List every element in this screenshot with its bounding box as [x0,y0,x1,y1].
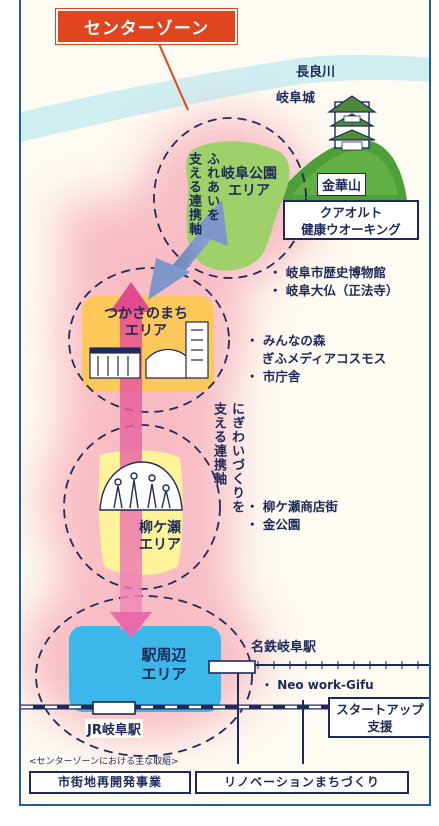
station-area-shape [69,626,221,712]
facility-item: ・ 金公園 [246,517,301,532]
gifu-castle-icon [327,95,377,151]
yanagase-area-word: エリア [139,537,181,553]
meitetsu-station-marker [208,660,256,674]
kuaort-walking-box: クアオルト 健康ウオーキング [283,200,419,240]
initiatives-caption: <センターゾーンにおける主な取組> [29,757,179,767]
upper-axis-label-line1: ふれあいを [204,152,219,222]
station-facilities: ・ Neo work-Gifu [261,676,374,694]
gifu-park-facilities: ・ 岐阜市歴史博物館 ・ 岐阜大仏（正法寺） [269,264,398,300]
river-label: 長良川 [296,65,336,80]
meitetsu-station-label: 名鉄岐阜駅 [251,640,317,655]
jr-station-marker [92,701,136,715]
upper-axis-arrow [148,200,228,300]
facility-item: ・ Neo work-Gifu [261,678,374,692]
tsukasa-area-label: つかさのまち エリア [87,306,205,340]
gifu-park-name: 岐阜公園 [221,166,277,182]
facility-item: ・ 岐阜市歴史博物館 [269,265,386,280]
gifu-park-area-word: エリア [228,183,270,199]
tsukasa-area-word: エリア [125,323,167,339]
facility-item: ・ 岐阜大仏（正法寺） [269,283,399,298]
lower-axis-label-line1: にぎわいづくりを [229,402,244,514]
lower-axis-label-line2: 支える連携軸 [211,402,226,486]
initiative-renovation: リノベーションまちづくり [195,771,409,794]
title-pointer-line [158,43,189,111]
mountain-label: 金華山 [317,173,367,196]
facility-item: ・ みんなの森 [246,333,326,348]
media-cosmos-building-icon [89,347,141,379]
station-name: 駅周辺 [141,646,187,664]
tsukasa-name: つかさのまち [104,306,188,322]
castle-label: 岐阜城 [276,91,316,106]
city-hall-building-icon [145,321,209,379]
map-frame: センターゾーン 長良川 岐阜城 金華山 クアオルト 健康ウオーキング 岐阜公園 … [19,0,431,806]
jr-station-label: JR岐阜駅 [85,719,143,738]
title-box: センターゾーン [56,9,237,44]
tsukasa-facilities: ・ みんなの森 ぎふメディアコスモス ・ 市庁舎 [246,332,386,386]
nagara-river [21,54,429,142]
yanagase-area-label: 柳ケ瀬 エリア [119,520,201,554]
map-graphic [21,43,429,764]
station-area-label: 駅周辺 エリア [118,646,210,684]
startup-line2: 支援 [367,719,393,734]
walking-label: 健康ウオーキング [301,222,401,237]
gifu-park-area-label: 岐阜公園 エリア [204,166,294,200]
yanagase-facilities: ・ 柳ケ瀬商店街 ・ 金公園 [246,498,338,534]
facility-item: ・ 柳ケ瀬商店街 [246,499,338,514]
startup-line1: スタートアップ [336,702,424,717]
kuaort-label: クアオルト [319,205,383,220]
yanagase-arch-icon [99,461,183,511]
facility-item: ・ 市庁舎 [246,369,301,384]
facility-item: ぎふメディアコスモス [262,351,387,366]
initiative-redevelopment: 市街地再開発事業 [29,771,191,794]
page-title: センターゾーン [83,19,210,39]
startup-support-box: スタートアップ 支援 [328,697,429,738]
upper-axis-label-line2: 支える連携軸 [186,152,201,236]
station-area-word: エリア [141,665,187,683]
yanagase-name: 柳ケ瀬 [139,520,181,536]
